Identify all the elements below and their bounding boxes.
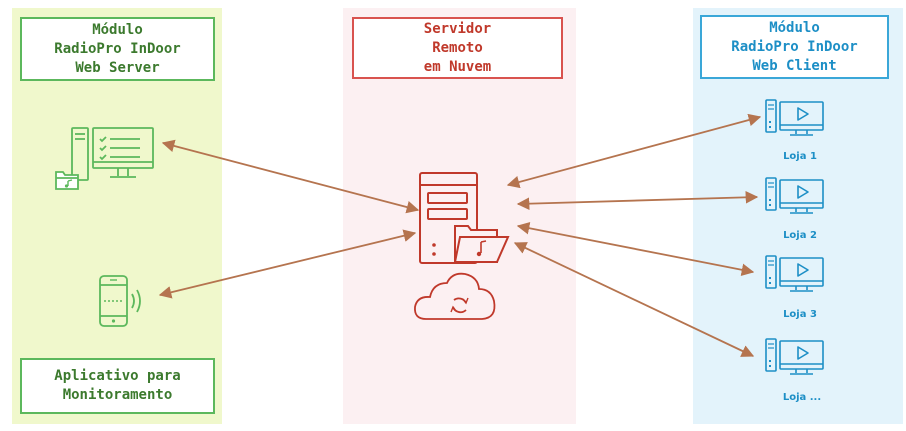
- web-client-module-box: Módulo RadioPro InDoor Web Client: [700, 15, 889, 79]
- store-1-label: Loja 1: [783, 151, 817, 162]
- web-server-module-box: Módulo RadioPro InDoor Web Server: [20, 17, 215, 81]
- monitoring-app-box: Aplicativo para Monitoramento: [20, 358, 215, 414]
- server-title-line-2: Remoto: [432, 39, 483, 56]
- web-server-title-line-3: Web Server: [75, 59, 160, 76]
- monitor-checklist-icon: [55, 127, 154, 190]
- store-2-media-player-computer-icon: [765, 177, 824, 214]
- store-1-media-player-computer-icon: [765, 99, 824, 136]
- connection-arrows: [158, 113, 762, 357]
- store-4-media-player-computer-icon: [765, 338, 824, 375]
- store-4-label: Loja ...: [782, 392, 822, 403]
- smartphone-icon: [99, 275, 141, 327]
- arrow-server-to-store-4: [513, 242, 755, 357]
- web-client-title-line-3: Web Client: [752, 57, 837, 74]
- web-server-title-line-2: RadioPro InDoor: [54, 40, 181, 57]
- server-title-line-3: em Nuvem: [423, 58, 492, 75]
- store-2-label: Loja 2: [783, 230, 817, 241]
- app-title-line-2: Monitoramento: [62, 387, 173, 403]
- store-3-label: Loja 3: [783, 309, 817, 320]
- web-client-title-line-1: Módulo: [769, 19, 820, 36]
- web-client-title-line-2: RadioPro InDoor: [731, 38, 858, 55]
- app-title-line-1: Aplicativo para: [54, 368, 181, 384]
- arrow-server-to-store-2: [516, 191, 759, 210]
- cloud-sync-icon: [414, 272, 496, 320]
- store-3-media-player-computer-icon: [765, 255, 824, 292]
- remote-server-box: Servidor Remoto em Nuvem: [352, 17, 563, 79]
- arrow-server-to-store-3: [516, 221, 755, 277]
- server-folder-icon: [419, 172, 510, 264]
- arrow-server-to-store-1: [506, 113, 762, 189]
- arrow-web-server-to-server: [161, 139, 420, 214]
- web-server-title-line-1: Módulo: [92, 21, 143, 38]
- server-title-line-1: Servidor: [423, 20, 492, 37]
- arrow-app-to-server: [158, 229, 417, 299]
